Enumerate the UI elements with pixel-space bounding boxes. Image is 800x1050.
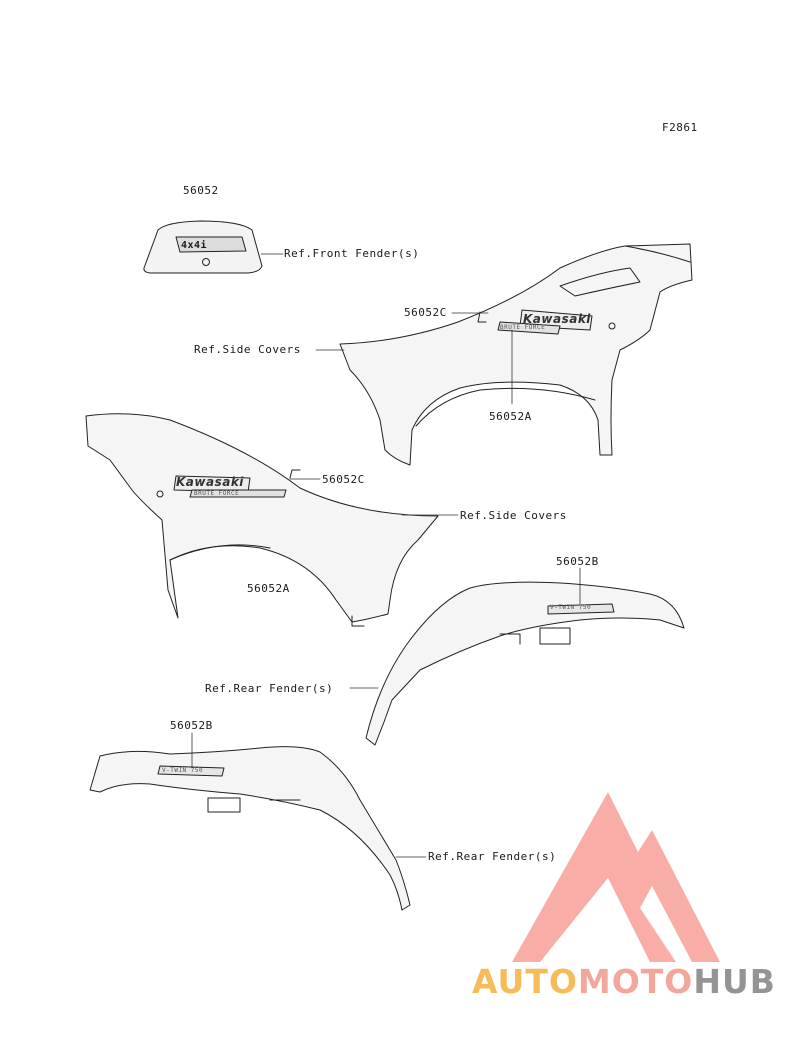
decal-brand-left: Kawasaki	[176, 475, 244, 489]
watermark-moto: MOTO	[577, 962, 694, 1001]
part-number-side-decal-left: 56052A	[247, 582, 290, 595]
rear-fender-right-part	[365, 581, 685, 746]
watermark-text: AUTOMOTOHUB	[472, 962, 776, 1001]
ref-side-covers-left: Ref.Side Covers	[460, 509, 567, 522]
ref-front-fender: Ref.Front Fender(s)	[284, 247, 420, 260]
ref-rear-fender-left: Ref.Rear Fender(s)	[428, 850, 557, 863]
emblem-4x4-part	[143, 220, 263, 274]
rear-fender-left-part	[89, 746, 411, 911]
watermark-auto: AUTO	[472, 962, 578, 1001]
part-number-rear-decal-right: 56052B	[556, 555, 599, 568]
decal-series-right: BRUTE FORCE	[500, 324, 546, 331]
part-number-emblem: 56052	[183, 184, 219, 197]
ref-side-covers-right: Ref.Side Covers	[194, 343, 301, 356]
ref-rear-fender-right: Ref.Rear Fender(s)	[205, 682, 334, 695]
decal-4x4-text: 4x4i	[181, 240, 208, 251]
part-number-side-emblem-right: 56052C	[404, 306, 447, 319]
side-cover-right-part	[339, 243, 693, 466]
decal-brand-right: Kawasaki	[523, 312, 591, 326]
decal-model-left: V-TWIN 750	[162, 767, 204, 774]
watermark-hub: HUB	[693, 962, 776, 1001]
decal-model-right: V-TWIN 750	[550, 604, 592, 611]
figure-code: F2861	[662, 121, 698, 134]
side-cover-left-part	[85, 413, 439, 627]
leader-lines	[191, 253, 581, 858]
part-number-side-emblem-left: 56052C	[322, 473, 365, 486]
part-number-rear-decal-left: 56052B	[170, 719, 213, 732]
watermark-logo-icon	[512, 792, 720, 962]
part-number-side-decal-right: 56052A	[489, 410, 532, 423]
decal-series-left: BRUTE FORCE	[194, 490, 240, 497]
